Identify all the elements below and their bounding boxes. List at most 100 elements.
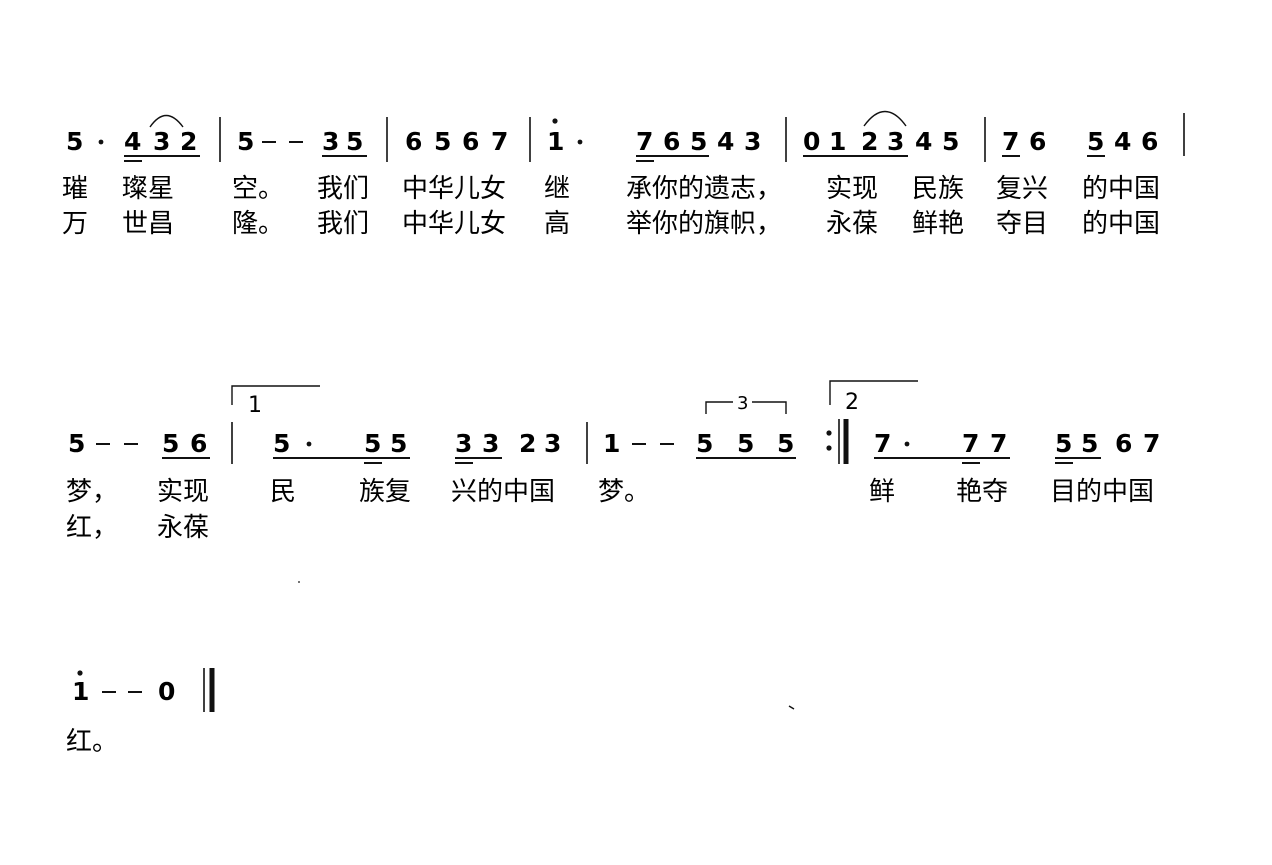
lyric-syllable: 的中国 (1082, 209, 1160, 239)
note: 7 (874, 429, 891, 458)
second-ending-bracket (829, 380, 918, 405)
lyric-syllable: 夺目 (996, 209, 1048, 239)
note: 4 (915, 127, 932, 156)
high-octave-dot (552, 118, 558, 124)
note: 6 (663, 127, 680, 156)
lyric-syllable: 艳夺 (956, 477, 1008, 507)
note: 5 (690, 127, 707, 156)
lyric-syllable: 璨星 (122, 174, 174, 204)
note: 4 (124, 127, 141, 156)
note: 1 (603, 429, 620, 458)
lyric-syllable: 民族 (912, 174, 964, 204)
lyric-syllable: 中华儿女 (402, 209, 506, 239)
note: 3 (544, 429, 561, 458)
note: 7 (1002, 127, 1019, 156)
note: 3 (482, 429, 499, 458)
system-3-notation: 1 0 (72, 668, 215, 712)
note: 6 (1029, 127, 1046, 156)
note: 6 (1115, 429, 1132, 458)
note: 3 (153, 127, 170, 156)
note: 0 (803, 127, 820, 156)
lyric-syllable: 红。 (66, 727, 118, 757)
tie-arc (863, 110, 907, 127)
note: 5 (237, 127, 254, 156)
triplet-label: 3 (737, 393, 748, 414)
triplet-bracket (705, 401, 733, 414)
note: 6 (190, 429, 207, 458)
augmentation-dot (577, 139, 583, 145)
note: 5 (1055, 429, 1072, 458)
note: 7 (491, 127, 508, 156)
lyric-syllable: 中华儿女 (402, 174, 506, 204)
lyric-syllable: 族复 (359, 477, 411, 507)
note: 5 (162, 429, 179, 458)
lyric-syllable: 红， (66, 513, 118, 543)
augmentation-dot (306, 441, 312, 447)
note: 5 (1081, 429, 1098, 458)
note: 5 (390, 429, 407, 458)
note: 4 (1114, 127, 1131, 156)
note: 7 (636, 127, 653, 156)
lyric-syllable: 复兴 (996, 174, 1048, 204)
triplet-bracket (752, 401, 787, 414)
augmentation-dot (904, 441, 910, 447)
lyric-syllable: 我们 (317, 174, 369, 204)
note: 6 (462, 127, 479, 156)
lyric-syllable: 梦。 (598, 477, 650, 507)
note: 3 (887, 127, 904, 156)
note: 3 (744, 127, 761, 156)
note: 1 (547, 127, 564, 156)
system-1-lyrics-verse-2: 万 世昌 隆。 我们 中华儿女 高 举你的旗帜， 永葆 鲜艳 夺目 的中国 (62, 209, 1160, 239)
note: 2 (180, 127, 197, 156)
note: 4 (717, 127, 734, 156)
lyric-syllable: 目的中国 (1050, 477, 1154, 507)
lyric-syllable: 承你的遗志， (626, 174, 782, 204)
note: 7 (990, 429, 1007, 458)
first-ending-bracket (231, 385, 320, 405)
note: 6 (405, 127, 422, 156)
second-ending-label: 2 (845, 390, 859, 415)
lyric-syllable: 永葆 (826, 209, 878, 239)
note: 3 (322, 127, 339, 156)
note: 5 (942, 127, 959, 156)
scan-speck (788, 705, 795, 710)
note: 7 (962, 429, 979, 458)
lyric-syllable: 隆。 (232, 209, 284, 239)
lyric-syllable: 璀 (62, 174, 88, 204)
lyric-syllable: 举你的旗帜， (626, 209, 782, 239)
note: 5 (696, 429, 713, 458)
note: 5 (434, 127, 451, 156)
system-2-notation: 5 5 6 1 5 5 5 3 3 2 3 1 5 5 5 3 (68, 380, 1160, 464)
lyric-syllable: 实现 (157, 477, 209, 507)
note: 5 (364, 429, 381, 458)
lyric-syllable: 高 (544, 209, 570, 239)
augmentation-dot (98, 139, 104, 145)
note: 3 (455, 429, 472, 458)
note: 5 (737, 429, 754, 458)
system-1-notation: 5 4 3 2 5 3 5 6 5 6 7 1 7 6 5 4 3 (66, 110, 1185, 162)
first-ending-label: 1 (248, 393, 262, 418)
system-1-lyrics-verse-1: 璀 璨星 空。 我们 中华儿女 继 承你的遗志， 实现 民族 复兴 的中国 (62, 174, 1160, 204)
lyric-syllable: 梦， (66, 477, 118, 507)
lyric-syllable: 永葆 (157, 513, 209, 543)
lyric-syllable: 我们 (317, 209, 369, 239)
scan-speck (298, 581, 300, 583)
system-3-lyrics-verse-1: 红。 (66, 727, 118, 757)
note: 5 (66, 127, 83, 156)
lyric-syllable: 鲜 (869, 477, 895, 507)
note: 5 (777, 429, 794, 458)
lyric-syllable: 鲜艳 (912, 209, 964, 239)
note: 2 (519, 429, 536, 458)
note: 6 (1141, 127, 1158, 156)
lyric-syllable: 世昌 (122, 209, 174, 239)
system-2-lyrics-verse-2: 红， 永葆 (66, 513, 209, 543)
note: 1 (829, 127, 846, 156)
lyric-syllable: 民 (270, 477, 296, 507)
note: 5 (273, 429, 290, 458)
high-octave-dot (77, 670, 83, 676)
tie-arc (149, 114, 184, 128)
note: 2 (861, 127, 878, 156)
system-2-lyrics-verse-1: 梦， 实现 民 族复 兴的中国 梦。 鲜 艳夺 目的中国 (66, 477, 1154, 507)
lyric-syllable: 实现 (826, 174, 878, 204)
